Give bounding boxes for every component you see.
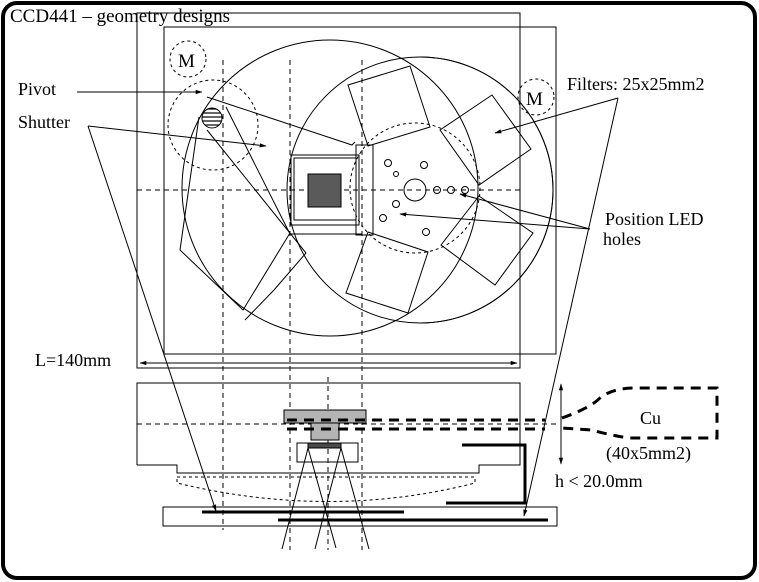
copper-label: Cu (640, 408, 661, 428)
length-label: L=140mm (35, 350, 111, 370)
filters-leader-down (523, 97, 619, 517)
led-hole (461, 186, 469, 194)
led-hole (422, 228, 430, 236)
led-hole (433, 186, 441, 194)
led-hole (403, 178, 427, 202)
led-hole (420, 161, 428, 169)
position-led-label-line2: holes (603, 229, 641, 249)
filter-square-4 (345, 231, 429, 314)
height-label: h < 20.0mm (555, 471, 643, 491)
ccd-chip (307, 173, 342, 208)
led-hole (393, 171, 399, 177)
filters-label: Filters: 25x25mm2 (567, 74, 705, 94)
led-leader-2 (399, 212, 591, 230)
filters-leader (494, 97, 619, 134)
shutter-leader-down (87, 125, 217, 512)
shutter-wheel-circle (181, 39, 479, 337)
light-ray (340, 447, 370, 550)
copper-block (561, 386, 719, 440)
filter-square-1 (347, 65, 431, 147)
shutter-leader (87, 125, 267, 148)
motor-right-label: M (526, 89, 543, 110)
filter-wheel-inner-arc (419, 56, 554, 324)
light-ray (307, 447, 337, 549)
ccd-package-outer (290, 154, 360, 226)
motor-right-circle (517, 78, 555, 116)
diagram-title: CCD441 – geometry designs (10, 6, 230, 27)
shutter-blade-edge-1 (179, 116, 291, 311)
ccd-chip-side (307, 442, 342, 449)
motor-left-circle (169, 40, 207, 78)
light-ray (281, 447, 309, 550)
filter-wheel-hub-edge (355, 144, 374, 236)
shutter-label: Shutter (18, 112, 70, 132)
led-hole (392, 200, 400, 208)
filter-square-3 (440, 195, 534, 286)
shutter-blade (206, 96, 356, 146)
base-plate (162, 506, 558, 527)
light-ray (314, 447, 342, 550)
top-view: L=140mm M M (18, 12, 705, 550)
cold-finger-stem (310, 422, 340, 441)
filter-square-2 (439, 94, 532, 186)
pivot-hatched (201, 107, 223, 129)
shutter-blade-edge-2 (225, 106, 362, 235)
led-hole (379, 214, 387, 222)
shutter-blade-edge-3 (206, 129, 307, 321)
pivot-label: Pivot (18, 79, 56, 99)
side-view: Cu (40x5mm2) h < 20.0mm (136, 382, 719, 550)
copper-size-label: (40x5mm2) (606, 443, 691, 464)
position-led-label-line1: Position LED (605, 209, 704, 229)
led-hole (384, 159, 392, 167)
thermal-bracket (446, 443, 527, 505)
pivot-dashed-circle (167, 79, 259, 171)
filter-wheel-inner-dashed (349, 122, 481, 254)
housing-outline (136, 382, 521, 474)
motor-left-label: M (178, 51, 195, 72)
lens-dashed-curve (176, 476, 476, 502)
led-leader-1 (459, 193, 591, 230)
led-hole (447, 186, 455, 194)
